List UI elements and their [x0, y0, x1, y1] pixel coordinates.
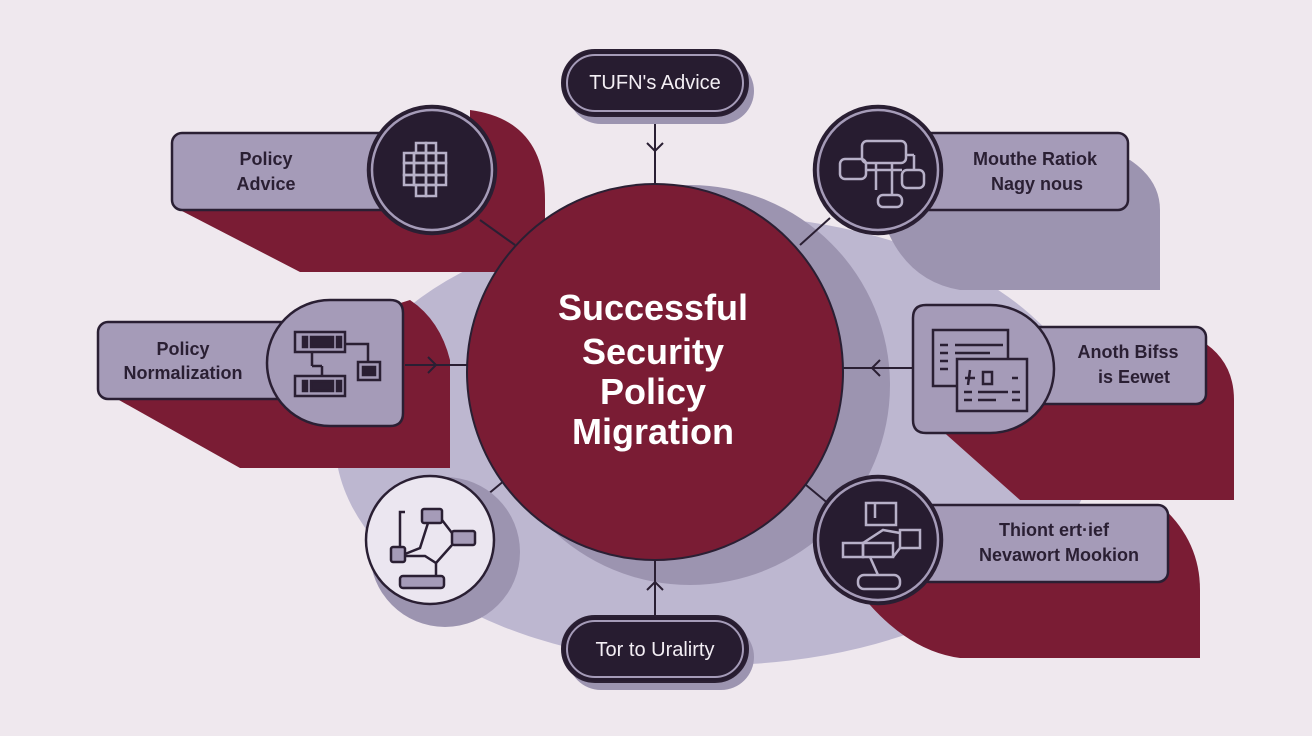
bottom-pill[interactable]: Tor to Uralirty	[561, 615, 754, 690]
node-graph-icon	[389, 507, 477, 590]
policy-advice-line-2: Advice	[236, 174, 295, 194]
network-line-1: Thiont ert·ief	[999, 520, 1110, 540]
node-bottom-left-network[interactable]	[364, 474, 520, 627]
network-diagram-icon	[841, 501, 922, 591]
anoth-line-2: is Eewet	[1098, 367, 1170, 387]
node-policy-advice[interactable]: Policy Advice	[170, 104, 498, 236]
center-line-1: Successful	[558, 287, 748, 328]
node-policy-normalization[interactable]: Policy Normalization	[96, 298, 405, 428]
network-line-2: Nevawort Mookion	[979, 545, 1139, 565]
normalization-line-1: Policy	[156, 339, 209, 359]
node-mouthe-ratiok[interactable]: Mouthe Ratiok Nagy nous	[812, 104, 1130, 236]
center-line-3: Policy	[600, 371, 706, 412]
documents-icon	[931, 328, 1029, 413]
policy-advice-line-1: Policy	[239, 149, 292, 169]
mouthe-line-2: Nagy nous	[991, 174, 1083, 194]
flowchart-icon	[838, 139, 926, 209]
top-pill-label: TUFN's Advice	[589, 72, 721, 94]
normalization-line-2: Normalization	[123, 363, 242, 383]
top-pill[interactable]: TUFN's Advice	[561, 49, 754, 124]
server-rack-icon	[293, 330, 382, 398]
bottom-pill-label: Tor to Uralirty	[596, 639, 715, 661]
mouthe-line-1: Mouthe Ratiok	[973, 149, 1098, 169]
connectors	[405, 118, 912, 615]
anoth-line-1: Anoth Bifss	[1078, 342, 1179, 362]
center-title: Successful Security Policy Migration	[558, 287, 748, 452]
center-circle	[466, 183, 844, 561]
node-network-modeling[interactable]: Thiont ert·ief Nevawort Mookion	[812, 474, 1170, 606]
grid-cross-icon	[402, 141, 448, 198]
node-anoth-bifss[interactable]: Anoth Bifss is Eewet	[911, 303, 1208, 435]
center-line-2: Security	[582, 331, 724, 372]
center-line-4: Migration	[572, 411, 734, 452]
